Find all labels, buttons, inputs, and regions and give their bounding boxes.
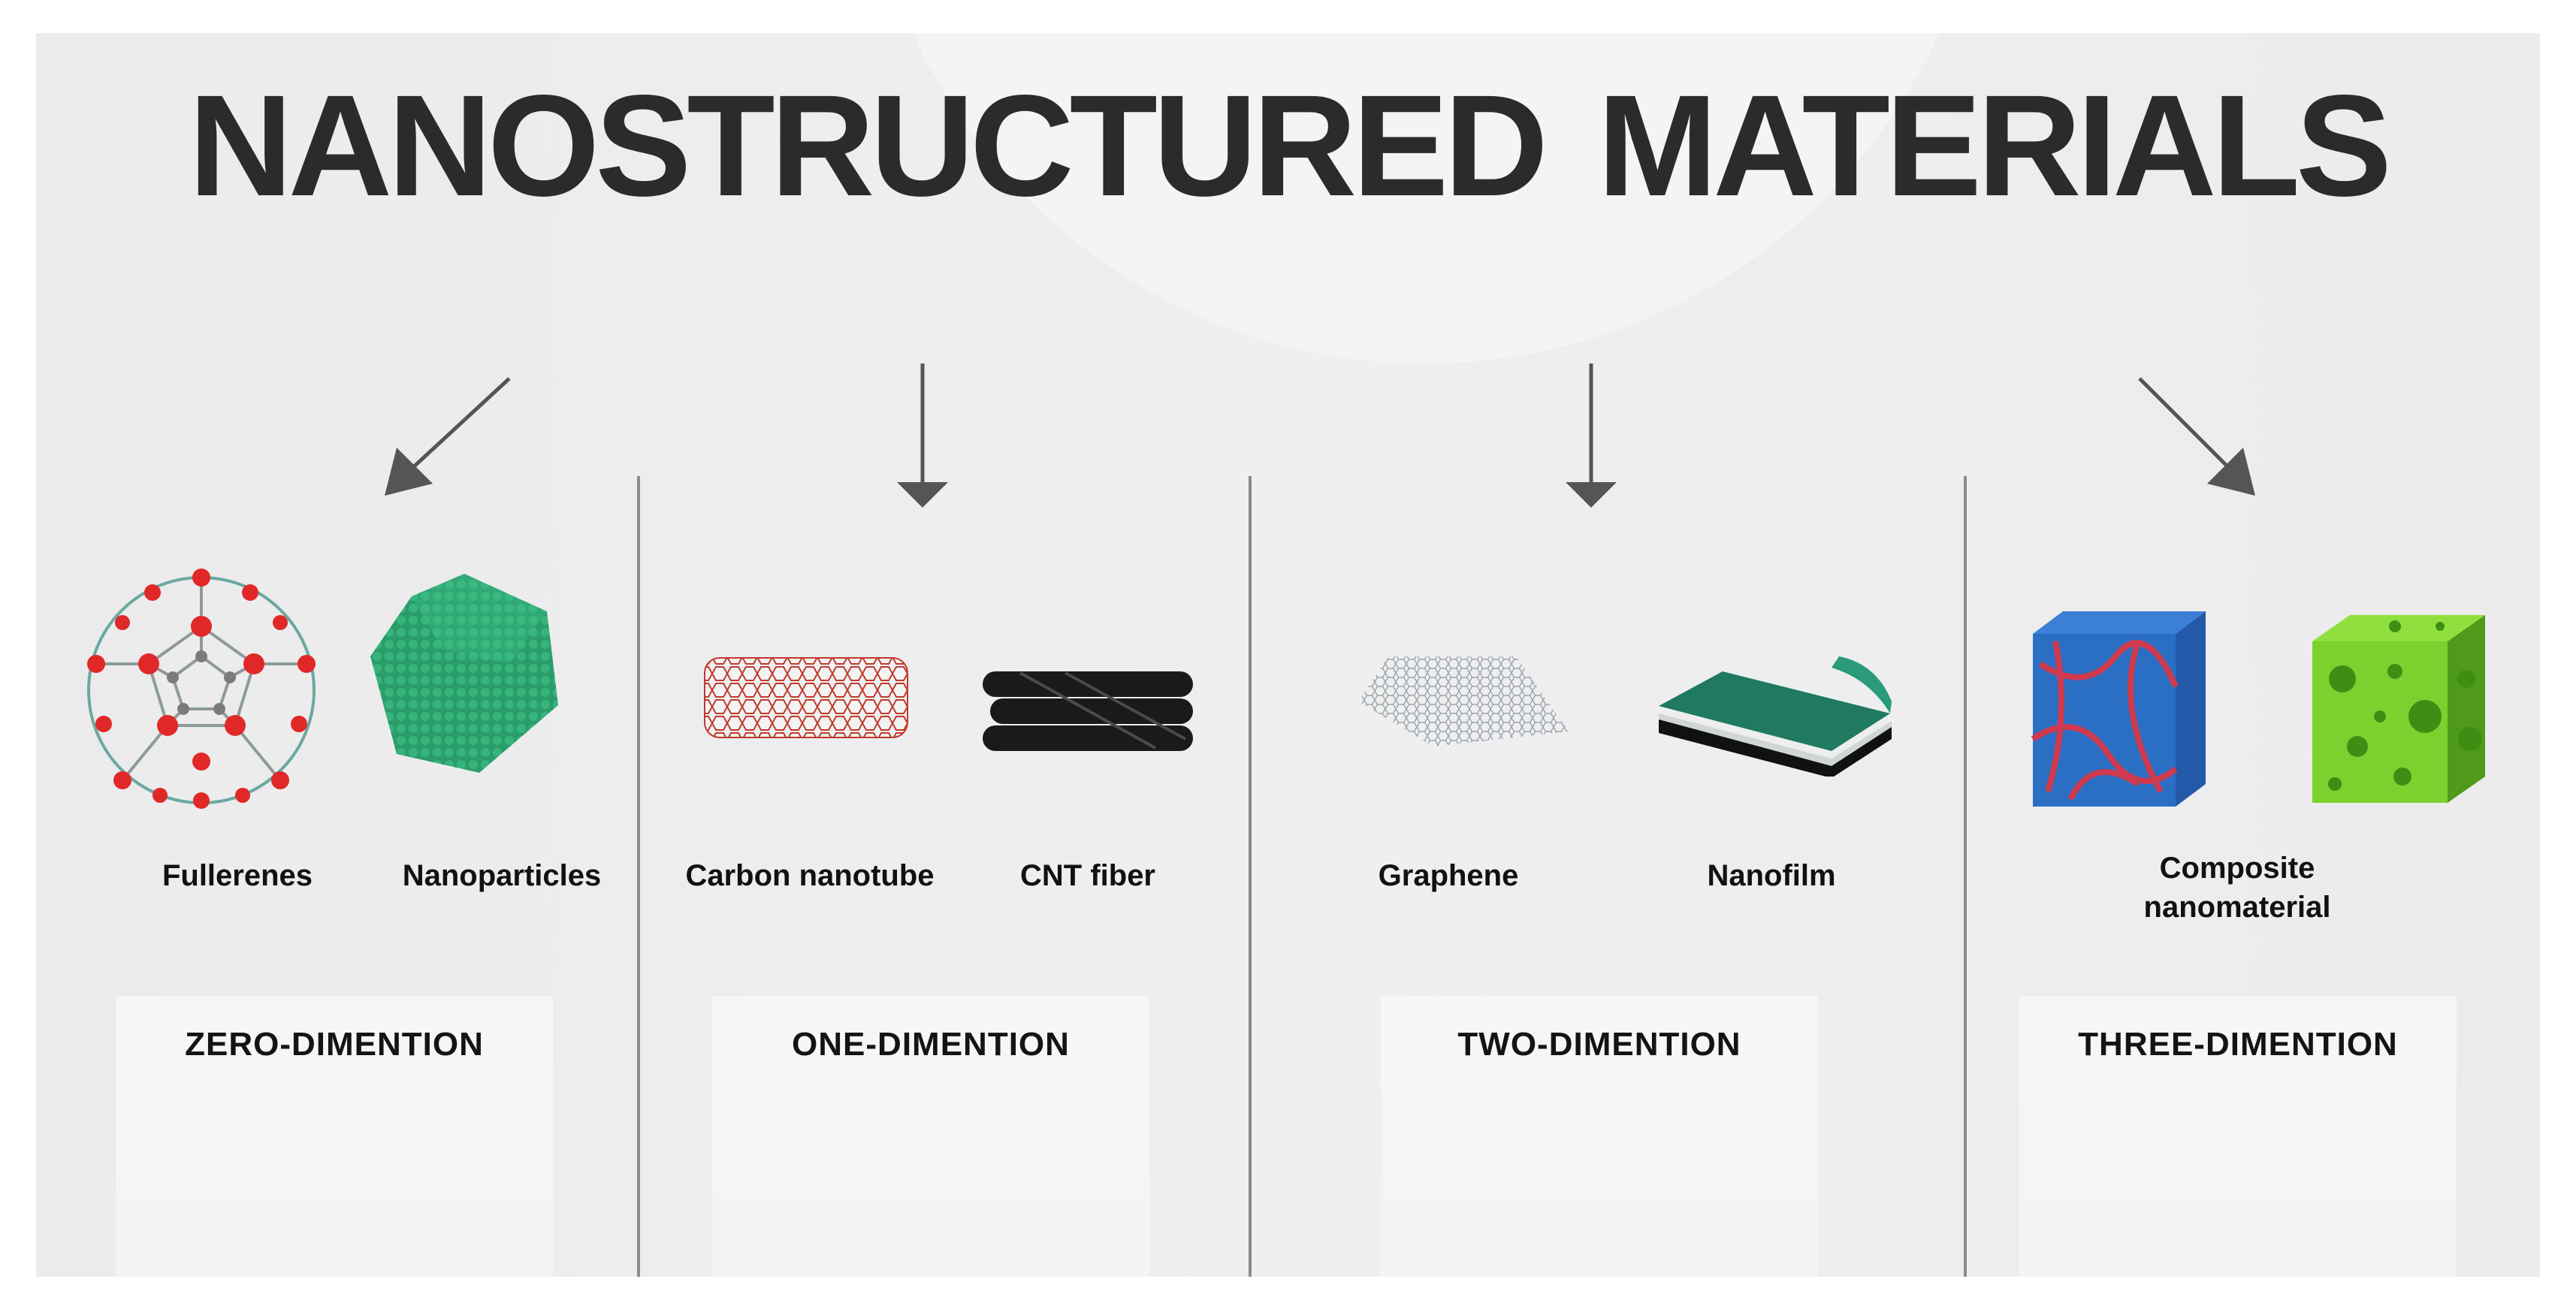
diagram-panel: NANOSTRUCTURED MATERIALS [36, 33, 2540, 1277]
item-label-nanofilm: Nanofilm [1707, 859, 1836, 892]
column-divider [1249, 476, 1252, 1277]
item-label-fullerenes: Fullerenes [162, 859, 313, 892]
item-label-nanoparticles: Nanoparticles [402, 859, 602, 892]
dimension-box-three: THREE-DIMENTION [2019, 996, 2457, 1277]
dimension-box-one: ONE-DIMENTION [712, 996, 1149, 1277]
composite-green-cube-illustration [2312, 615, 2485, 803]
dimension-label-three: THREE-DIMENTION [2078, 1026, 2398, 1063]
arrow-down-left-icon [385, 377, 511, 496]
dimension-box-zero: ZERO-DIMENTION [116, 996, 553, 1277]
arrow-down-icon [897, 363, 948, 508]
dimension-label-two: TWO-DIMENTION [1457, 1026, 1741, 1063]
arrow-down-right-icon [2138, 377, 2255, 496]
carbon-nanotube-illustration [704, 657, 908, 738]
dimension-label-one: ONE-DIMENTION [792, 1026, 1070, 1063]
nanofilm-illustration [1659, 656, 1892, 777]
item-label-carbon-nanotube: Carbon nanotube [685, 859, 935, 892]
item-label-cnt-fiber: CNT fiber [1020, 859, 1155, 892]
graphene-illustration [1358, 656, 1569, 746]
column-divider [637, 476, 640, 1277]
column-divider [1964, 476, 1967, 1277]
fullerene-illustration [87, 569, 316, 809]
cnt-fiber-illustration [983, 671, 1193, 751]
dimension-box-two: TWO-DIMENTION [1381, 996, 1818, 1277]
composite-blue-cube-illustration [2031, 611, 2206, 807]
page-title: NANOSTRUCTURED MATERIALS [189, 65, 2392, 226]
item-label-graphene: Graphene [1378, 859, 1519, 892]
dimension-label-zero: ZERO-DIMENTION [185, 1026, 484, 1063]
arrow-down-icon [1566, 363, 1617, 508]
nanoparticle-illustration [370, 574, 558, 773]
item-label-composite-nanomaterial: Composite nanomaterial [2143, 852, 2331, 924]
